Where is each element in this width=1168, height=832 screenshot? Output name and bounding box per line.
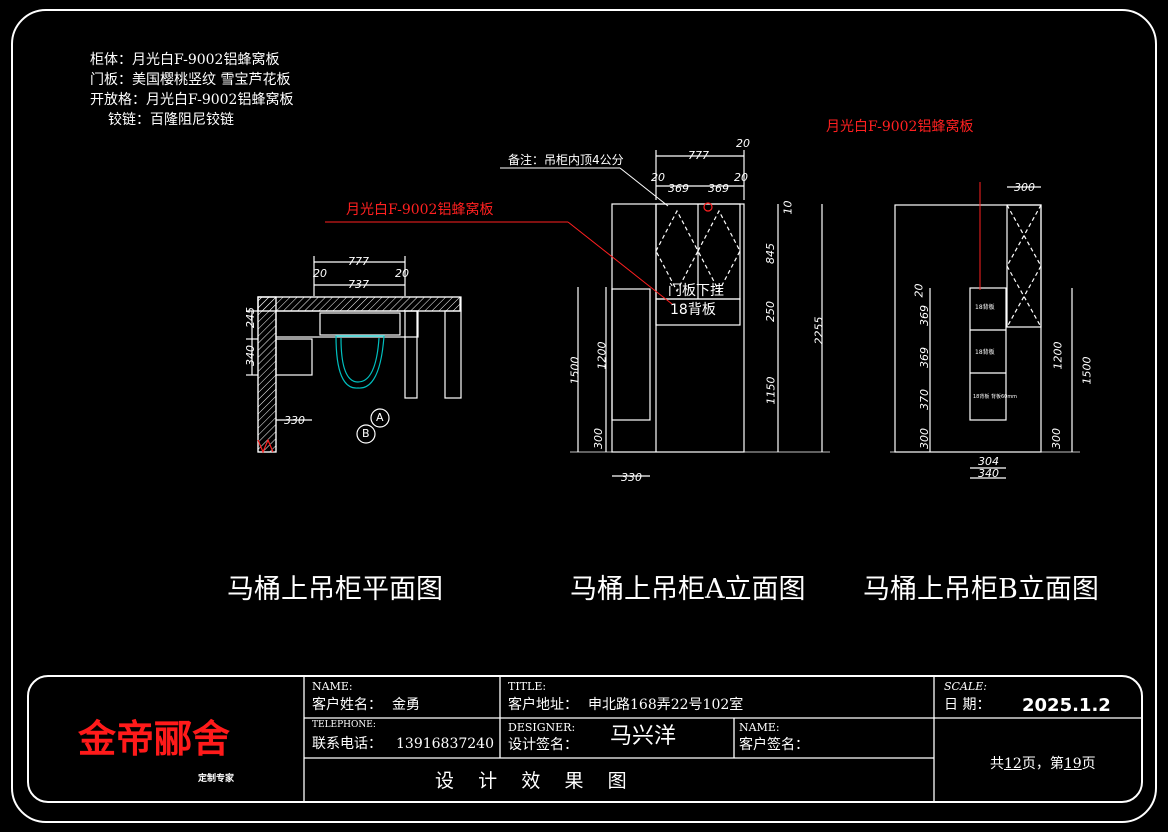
page-info-prefix: 共 [990, 756, 1004, 772]
plan-dim-245: 245 [244, 307, 257, 328]
plan-dim-20-right: 20 [395, 267, 409, 280]
plan-dim-737: 737 [348, 278, 369, 291]
date-value: 2025.1.2 [1022, 695, 1111, 716]
phone-label: 联系电话： [312, 736, 382, 752]
elev-a-dim-777: 777 [688, 149, 709, 162]
elev-b-dim-304: 304 [978, 455, 999, 468]
sheet-border [11, 9, 1157, 823]
title-block-border [27, 675, 1143, 803]
elev-a-dim-20-left: 20 [651, 171, 665, 184]
page-info-mid: 页，第 [1021, 756, 1064, 772]
phone-value: 13916837240 [396, 736, 494, 752]
telephone-label: TELEPHONE: [312, 720, 376, 730]
client-name-value: 金勇 [392, 697, 420, 713]
elev-a-dim-1150: 1150 [764, 376, 778, 405]
elev-b-dim-1200: 1200 [1051, 341, 1065, 370]
elev-a-dim-300: 300 [592, 428, 605, 449]
back-panel-note: 18背板 [670, 302, 716, 318]
elevation-a [570, 150, 830, 477]
elevation-a-title: 马桶上吊柜A立面图 [570, 574, 806, 605]
elev-a-dim-10: 10 [781, 200, 795, 215]
elev-b-dim-369-a: 369 [918, 305, 931, 326]
elev-b-dim-300: 300 [918, 428, 931, 449]
elev-b-dim-369-b: 369 [918, 347, 931, 368]
designer-name-value: 马兴洋 [610, 724, 677, 749]
page-current: 19 [1063, 756, 1082, 772]
document-type: 设 计 效 果 图 [435, 770, 627, 792]
material-callout-right: 月光白F-9002铝蜂窝板 [826, 119, 974, 135]
door-hang-note: 门板下挂 [668, 283, 724, 299]
elev-a-dim-369-right: 369 [708, 182, 729, 195]
name-label: NAME: [312, 680, 353, 693]
elev-a-dim-845: 845 [764, 243, 777, 264]
elev-a-dim-1200: 1200 [595, 341, 609, 370]
page-total: 12 [1004, 756, 1022, 772]
page-info: 共12页，第19页 [990, 757, 1096, 771]
title-block-grid [303, 676, 1142, 802]
page-info-suffix: 页 [1081, 756, 1096, 772]
elev-b-shelf-label-3: 18背板 背板60mm [973, 394, 1018, 400]
material-open-shelf-note: 开放格：月光白F-9002铝蜂窝板 [90, 92, 294, 108]
date-label: 日 期： [944, 697, 991, 713]
view-mark-a: A [376, 411, 384, 424]
material-callout-left: 月光白F-9002铝蜂窝板 [346, 202, 494, 218]
elev-b-shelf-label-1: 18背板 [975, 304, 995, 311]
elev-b-dim-300-top: 300 [1014, 181, 1035, 194]
elev-b-dim-300-right: 300 [1050, 428, 1063, 449]
elevation-b [890, 186, 1080, 479]
name2-label: NAME: [739, 721, 780, 734]
address-value: 申北路168弄22号102室 [588, 697, 744, 713]
elev-b-dim-370: 370 [918, 389, 931, 410]
brand-subtitle: 定制专家 [198, 774, 235, 784]
address-label: 客户地址： [508, 697, 578, 713]
remark-note: 备注：吊柜内顶4公分 [508, 153, 624, 167]
elev-a-dim-20-top: 20 [736, 137, 750, 150]
elev-b-shelf-label-2: 18背板 [975, 349, 995, 356]
elev-a-dim-2255: 2255 [812, 316, 826, 345]
title-label: TITLE: [508, 680, 547, 693]
plan-view-title: 马桶上吊柜平面图 [227, 574, 443, 605]
plan-dim-330: 330 [284, 414, 305, 427]
elev-a-dim-330: 330 [621, 471, 642, 484]
designer-label: DESIGNER: [508, 721, 576, 734]
plan-dim-777: 777 [348, 255, 369, 268]
plan-dim-20-left: 20 [313, 267, 327, 280]
material-hinge-note: 铰链：百隆阻尼铰链 [108, 112, 234, 128]
material-cabinet-note: 柜体：月光白F-9002铝蜂窝板 [90, 52, 280, 68]
plan-view [246, 256, 462, 454]
elev-a-dim-20-right: 20 [734, 171, 748, 184]
scale-label: SCALE: [944, 680, 987, 693]
view-mark-b: B [362, 427, 370, 440]
client-name-label: 客户姓名： [312, 697, 382, 713]
elev-b-dim-1500: 1500 [1080, 356, 1094, 385]
plan-dim-340: 340 [244, 345, 257, 366]
elev-b-dim-20: 20 [912, 283, 926, 298]
client-sign-label: 客户签名： [739, 737, 809, 753]
designer-sign-label: 设计签名： [508, 737, 578, 753]
elev-a-dim-250: 250 [764, 301, 777, 322]
elev-a-dim-369-left: 369 [668, 182, 689, 195]
brand-logo-text: 金帝郦舍 [78, 716, 231, 761]
material-door-note: 门板：美国樱桃竖纹 雪宝芦花板 [90, 72, 291, 88]
elev-b-dim-340: 340 [978, 467, 999, 480]
elevation-b-title: 马桶上吊柜B立面图 [863, 574, 1099, 605]
elev-a-dim-1500: 1500 [568, 356, 582, 385]
